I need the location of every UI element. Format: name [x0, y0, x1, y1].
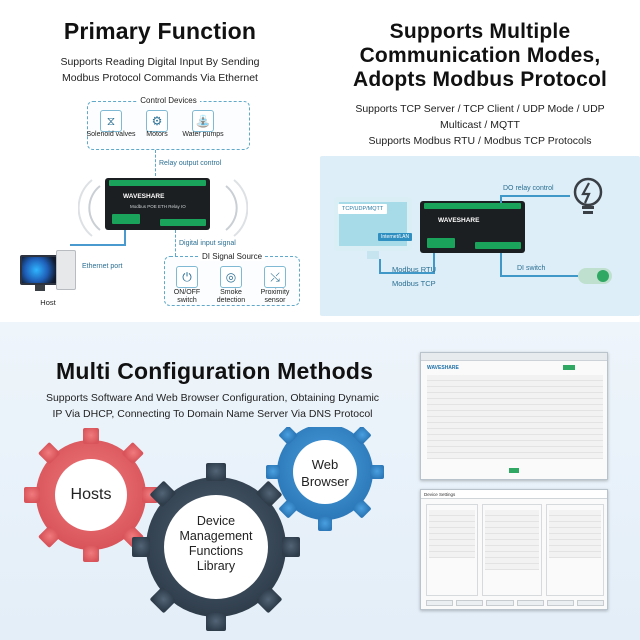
proximity-sensor-icon: ⤯ — [264, 266, 286, 288]
host-monitor — [20, 255, 60, 285]
host-stand — [35, 285, 45, 291]
device-settings-screenshot: Device Settings — [420, 489, 608, 610]
control-device-label-3: Water pumps — [182, 131, 224, 138]
web-gear-label-2: Browser — [301, 474, 349, 489]
comm-title-line-2: Communication Modes, — [359, 44, 601, 67]
device-link — [433, 248, 435, 274]
config-title: Multi Configuration Methods — [56, 358, 374, 384]
modbus-rtu-label: Modbus RTU — [392, 265, 437, 274]
hosts-gear-label: Hosts — [70, 486, 112, 503]
gears-graphic — [24, 427, 384, 631]
device-settings-title: Device Settings — [421, 490, 607, 499]
communication-modes-panel: Supports Multiple Communication Modes, A… — [320, 0, 640, 322]
comm-desc-line-1: Supports TCP Server / TCP Client / UDP M… — [355, 103, 605, 115]
primary-function-subtitle-1: Supports Reading Digital Input By Sendin… — [60, 56, 260, 68]
device-model: Modbus POE ETH Relay IO — [130, 204, 186, 209]
monitor-stand — [367, 251, 379, 259]
control-device-label-2: Motors — [146, 131, 168, 138]
di-source-label-1: ON/OFF switch — [173, 289, 201, 304]
config-desc-line-1: Supports Software And Web Browser Config… — [45, 392, 380, 404]
switch-icon: ⏻ — [176, 266, 198, 288]
di-source-label-3: Proximity sensor — [260, 289, 290, 304]
di-link-vertical — [500, 253, 502, 276]
di-switch-label: DI switch — [517, 265, 546, 272]
bottom-terminals-2 — [475, 242, 521, 249]
network-link — [379, 272, 434, 274]
di-link — [500, 275, 578, 277]
ethernet-port — [112, 214, 140, 224]
tcp-udp-mqtt-label: TCP/UDP/MQTT — [338, 204, 388, 214]
comm-title-line-1: Supports Multiple — [389, 20, 571, 43]
do-relay-label: DO relay control — [503, 185, 554, 192]
library-gear-label-4: Library — [196, 559, 236, 573]
config-desc-line-2: IP Via DHCP, Connecting To Domain Name S… — [52, 408, 373, 420]
control-devices-title: Control Devices — [137, 96, 200, 105]
ethernet-port-label: Ethernet port — [82, 263, 123, 270]
bottom-terminals — [160, 219, 206, 226]
web-config-screenshot: WAVESHARE — [420, 352, 608, 480]
top-terminals-2 — [424, 203, 521, 209]
di-signal-source-title: DI Signal Source — [198, 252, 266, 261]
digital-input-connector — [175, 230, 176, 256]
relay-output-connector — [155, 150, 156, 176]
device-brand: WAVESHARE — [123, 193, 165, 200]
smoke-detector-icon: ◎ — [220, 266, 242, 288]
top-terminals — [109, 180, 206, 186]
library-gear-label-2: Management — [179, 529, 253, 543]
signal-arcs-icon — [78, 179, 248, 237]
internet-lan-label: Internet/LAN — [378, 233, 413, 241]
monitor-link — [379, 259, 381, 273]
web-gear-label-1: Web — [311, 457, 339, 472]
solenoid-valve-icon: ⧖ — [100, 110, 122, 132]
comm-desc-line-2: Multicast / MQTT — [440, 119, 520, 131]
ethernet-cable — [124, 230, 126, 244]
library-gear-label-3: Functions — [188, 544, 244, 558]
host-tower-icon — [56, 250, 76, 290]
ethernet-cable-horizontal — [70, 244, 126, 246]
primary-function-panel: Primary Function Supports Reading Digita… — [0, 0, 320, 322]
do-link — [500, 195, 570, 197]
host-label: Host — [40, 298, 56, 307]
web-browser-gear — [266, 427, 384, 531]
light-bulb-icon — [573, 177, 603, 214]
configuration-methods-panel: Multi Configuration Methods Supports Sof… — [0, 322, 640, 640]
motor-icon: ⚙ — [146, 110, 168, 132]
primary-function-title: Primary Function — [63, 18, 257, 44]
relay-output-label: Relay output control — [159, 160, 222, 167]
web-shot-brand: WAVESHARE — [427, 365, 459, 371]
comm-desc-line-3: Supports Modbus RTU / Modbus TCP Protoco… — [368, 135, 592, 147]
do-link-vertical — [500, 195, 502, 203]
water-pump-icon: ⛲ — [192, 110, 214, 132]
di-source-label-2: Smoke detection — [216, 289, 246, 304]
primary-function-subtitle-2: Modbus Protocol Commands Via Ethernet — [62, 72, 258, 84]
library-gear-label-1: Device — [196, 514, 236, 528]
toggle-switch-icon — [578, 268, 612, 284]
device-brand-2: WAVESHARE — [438, 217, 480, 224]
device-library-gear — [132, 463, 300, 631]
ethernet-port-2 — [427, 238, 455, 248]
digital-input-label: Digital input signal — [179, 240, 236, 247]
modbus-tcp-label: Modbus TCP — [392, 279, 436, 288]
comm-title-line-3: Adopts Modbus Protocol — [352, 68, 608, 91]
control-device-label-1: Solenoid valves — [86, 131, 136, 138]
